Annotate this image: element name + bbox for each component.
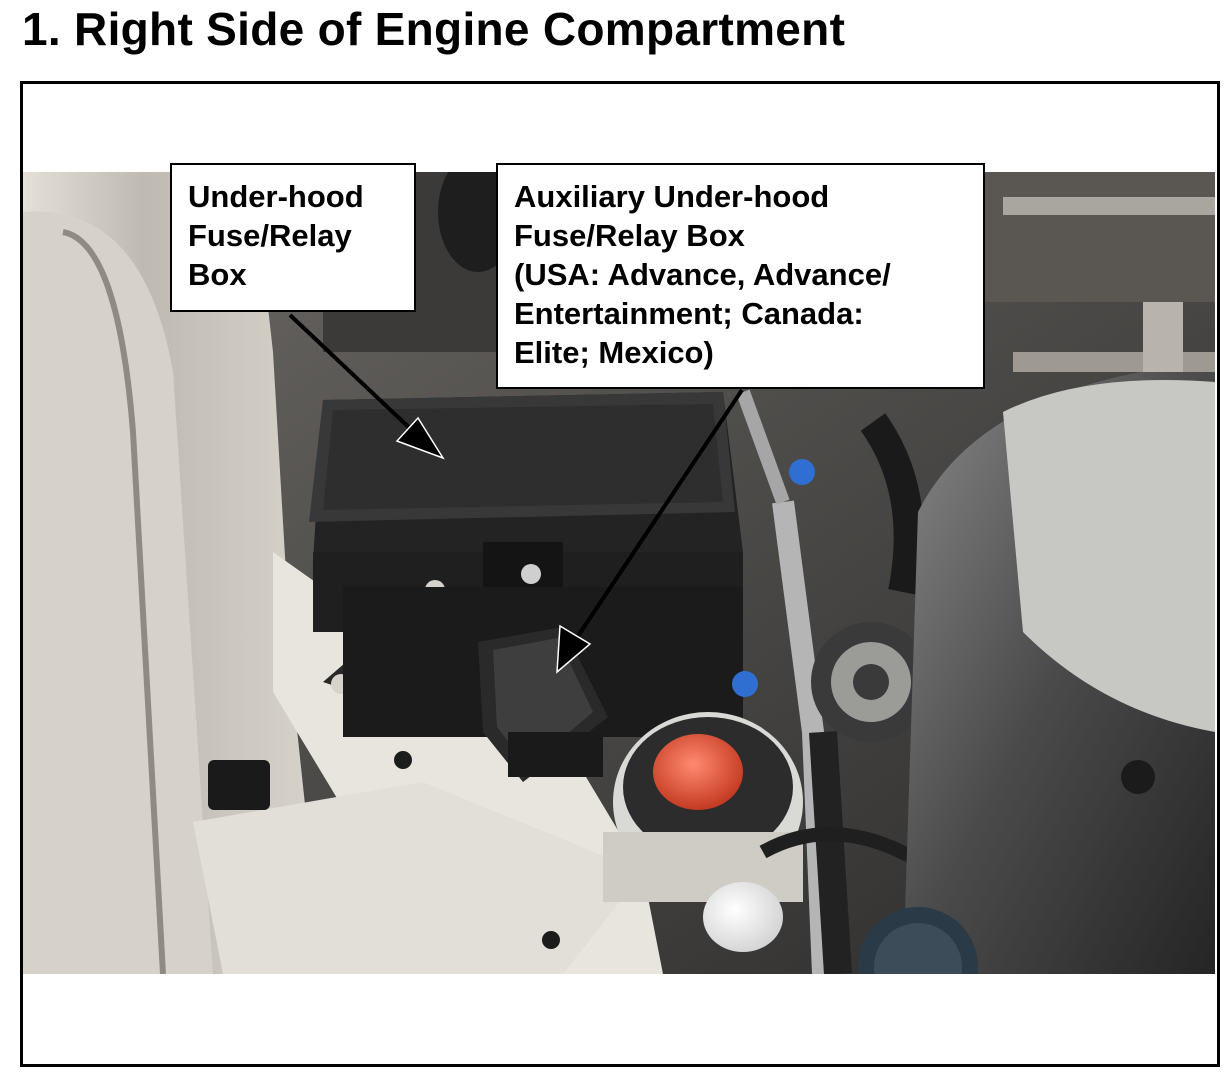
callout-under-hood-fuse-box: Under-hood Fuse/Relay Box — [170, 163, 416, 312]
engine-cover — [903, 362, 1215, 974]
callout-label-auxiliary-fuse-box: Auxiliary Under-hood Fuse/Relay Box (USA… — [514, 179, 891, 370]
callout-auxiliary-fuse-box: Auxiliary Under-hood Fuse/Relay Box (USA… — [496, 163, 985, 389]
callout-label-under-hood-fuse-box: Under-hood Fuse/Relay Box — [188, 179, 364, 292]
power-steering-reservoir — [603, 712, 803, 902]
page-title: 1. Right Side of Engine Compartment — [22, 3, 846, 55]
